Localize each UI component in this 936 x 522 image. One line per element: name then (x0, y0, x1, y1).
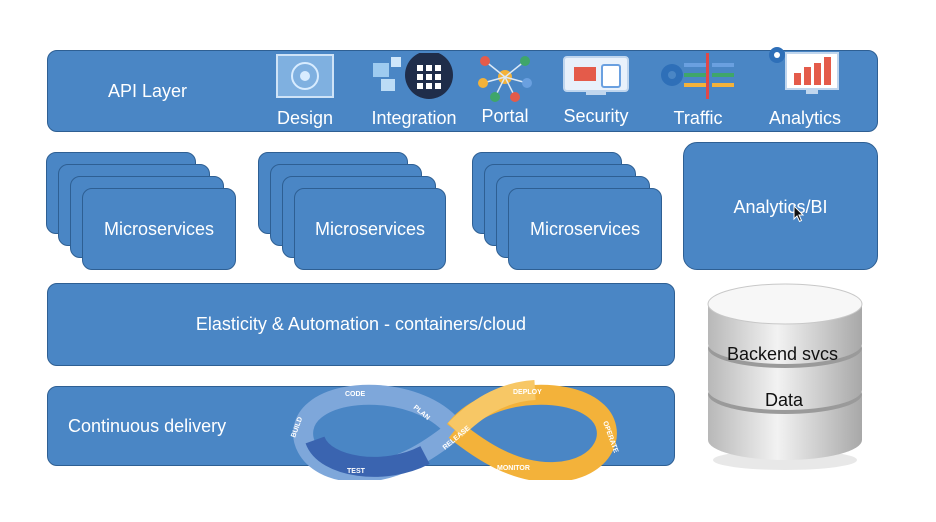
api-layer-title: API Layer (108, 81, 188, 101)
api-item-label: Security (563, 106, 629, 126)
api-item-design: Design (271, 51, 339, 131)
microservices-card-front: Microservices (294, 188, 446, 270)
api-item-security: Security (555, 51, 637, 131)
portal-icon (478, 56, 532, 102)
devops-infinity-loop-icon: CODE PLAN BUILD TEST RELEASE DEPLOY OPER… (290, 380, 619, 480)
analytics-icon (769, 47, 839, 94)
loop-step-label: CODE (345, 391, 366, 398)
traffic-icon (661, 53, 734, 99)
elasticity-automation-bar: Elasticity & Automation - containers/clo… (47, 283, 675, 366)
microservices-card-front: Microservices (508, 188, 662, 270)
database-cylinder-icon (707, 283, 863, 470)
continuous-delivery-label: Continuous delivery (68, 416, 227, 436)
loop-step-label: TEST (347, 468, 366, 475)
api-item-traffic: Traffic (655, 51, 741, 131)
api-item-integration: Integration (366, 51, 462, 131)
api-item-label: Traffic (673, 108, 723, 128)
database-top-label: Backend svcs (727, 344, 839, 364)
microservices-card-front: Microservices (82, 188, 236, 270)
analytics-bi-box: Analytics/BI (683, 142, 878, 270)
microservices-label: Microservices (103, 219, 214, 239)
api-item-analytics: Analytics (762, 47, 848, 131)
api-item-label: Analytics (768, 108, 842, 128)
integration-icon (373, 53, 453, 99)
design-icon (276, 54, 334, 98)
analytics-bi-label: Analytics/BI (733, 197, 828, 217)
api-item-label: Design (276, 108, 334, 128)
elasticity-label: Elasticity & Automation - containers/clo… (195, 314, 527, 334)
api-layer-bar: API Layer Design Integration (47, 47, 878, 132)
loop-step-label: MONITOR (497, 465, 530, 472)
api-item-label: Integration (371, 108, 457, 128)
mouse-cursor-icon (793, 205, 805, 223)
loop-step-label: DEPLOY (513, 389, 542, 396)
microservices-label: Microservices (529, 219, 640, 239)
database-bottom-label: Data (765, 390, 804, 410)
api-item-portal: Portal (473, 51, 537, 131)
api-item-label: Portal (481, 106, 529, 126)
security-icon (563, 56, 629, 95)
microservices-label: Microservices (314, 219, 425, 239)
